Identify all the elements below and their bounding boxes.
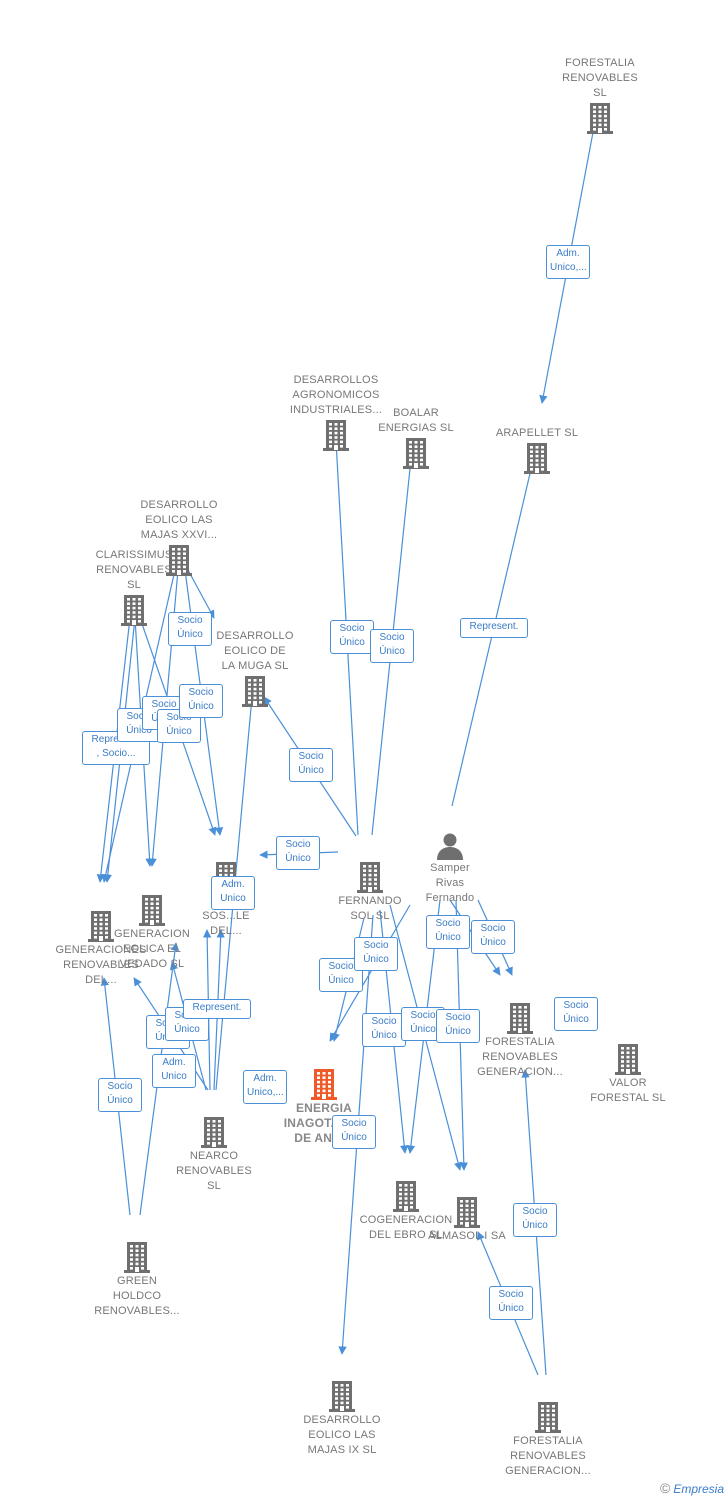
brand-watermark: ©Empresia	[660, 1480, 724, 1496]
building-icon	[351, 436, 481, 470]
relation-label[interactable]: Adm. Unico	[211, 876, 255, 910]
relation-label[interactable]: Socio Único	[471, 920, 515, 954]
node-fernando-sol[interactable]: FERNANDO SOL SL	[305, 860, 435, 924]
building-icon	[341, 1179, 471, 1213]
relation-label[interactable]: Socio Único	[513, 1203, 557, 1237]
relation-label[interactable]: Socio Único	[276, 836, 320, 870]
building-icon	[277, 1379, 407, 1413]
node-label: DESARROLLOS AGRONOMICOS INDUSTRIALES...	[289, 374, 383, 416]
building-icon	[472, 441, 602, 475]
building-icon	[259, 1067, 389, 1101]
node-desarrollo-eolico-majas-xxvi[interactable]: DESARROLLO EOLICO LAS MAJAS XXVI...	[114, 498, 244, 577]
node-label: VALOR FORESTAL SL	[590, 1077, 666, 1104]
node-label: COGENERACION DEL EBRO SL	[359, 1214, 453, 1241]
building-icon	[114, 543, 244, 577]
relation-edge	[329, 904, 411, 1042]
person-icon	[385, 831, 515, 861]
relation-label[interactable]: Socio Único	[362, 1013, 406, 1047]
relation-label[interactable]: Adm. Unico,...	[243, 1070, 287, 1104]
node-label: BOALAR ENERGIAS SL	[378, 407, 454, 434]
building-icon	[402, 1195, 532, 1229]
node-label: ARAPELLET SL	[495, 427, 579, 439]
node-label: DESARROLLO EOLICO LAS MAJAS IX SL	[303, 1414, 381, 1456]
relation-label[interactable]: Socio Único	[489, 1286, 533, 1320]
building-icon	[271, 418, 401, 452]
relation-label[interactable]: Socio Único	[554, 997, 598, 1031]
building-icon	[36, 909, 166, 943]
node-label: GENERACION EOLICA EL VEDADO SL	[114, 928, 190, 970]
building-icon	[535, 101, 665, 135]
node-boalar-energias[interactable]: BOALAR ENERGIAS SL	[351, 406, 481, 470]
node-arapellet[interactable]: ARAPELLET SL	[472, 426, 602, 475]
building-icon	[455, 1001, 585, 1035]
relation-label[interactable]: Socio Único	[354, 937, 398, 971]
building-icon	[190, 674, 320, 708]
node-label: GREEN HOLDCO RENOVABLES...	[94, 1275, 180, 1317]
node-green-holdco[interactable]: GREEN HOLDCO RENOVABLES...	[72, 1240, 202, 1319]
building-icon	[305, 860, 435, 894]
copyright-symbol: ©	[659, 1480, 671, 1496]
node-valor-forestal[interactable]: VALOR FORESTAL SL	[563, 1042, 693, 1106]
node-desarrollos-agronomicos[interactable]: DESARROLLOS AGRONOMICOS INDUSTRIALES...	[271, 373, 401, 452]
node-label: GENERACIONES RENOVABLES DEL...	[55, 944, 147, 986]
relation-label[interactable]: Socio Único	[179, 684, 223, 718]
node-label: DESARROLLO EOLICO DE LA MUGA SL	[216, 630, 294, 672]
relation-label[interactable]: Socio Único	[426, 915, 470, 949]
relation-label[interactable]: Adm. Unico	[152, 1054, 196, 1088]
node-forestalia-generacion-2[interactable]: FORESTALIA RENOVABLES GENERACION...	[483, 1400, 613, 1479]
building-icon	[483, 1400, 613, 1434]
node-nearco-renovables[interactable]: NEARCO RENOVABLES SL	[149, 1115, 279, 1194]
relation-label[interactable]: Socio Único	[332, 1115, 376, 1149]
node-cogeneracion-ebro[interactable]: COGENERACION DEL EBRO SL	[341, 1179, 471, 1243]
building-icon	[72, 1240, 202, 1274]
node-clarissimus[interactable]: CLARISSIMUS RENOVABLES SL	[69, 548, 199, 627]
brand-name: Empresia	[673, 1482, 724, 1496]
building-icon	[69, 593, 199, 627]
node-label: ALMASOL I SA	[428, 1230, 506, 1242]
relation-label[interactable]: Adm. Unico,...	[546, 245, 590, 279]
node-forestalia-generacion-1[interactable]: FORESTALIA RENOVABLES GENERACION...	[455, 1001, 585, 1080]
building-icon	[563, 1042, 693, 1076]
node-label: FORESTALIA RENOVABLES GENERACION...	[505, 1435, 591, 1477]
relation-label[interactable]: Socio Único	[168, 612, 212, 646]
building-icon	[87, 893, 217, 927]
relation-label[interactable]: Socio Único	[98, 1078, 142, 1112]
relation-label[interactable]: Represent.	[460, 618, 528, 638]
node-label: FORESTALIA RENOVABLES GENERACION...	[477, 1036, 563, 1078]
node-desarrollo-eolico-majas-ix[interactable]: DESARROLLO EOLICO LAS MAJAS IX SL	[277, 1379, 407, 1458]
node-forestalia-renovables[interactable]: FORESTALIA RENOVABLES SL	[535, 56, 665, 135]
node-generacion-eolica-vedado[interactable]: GENERACION EOLICA EL VEDADO SL	[87, 893, 217, 972]
node-almasol[interactable]: ALMASOL I SA	[402, 1195, 532, 1244]
relation-label[interactable]: Socio Único	[370, 629, 414, 663]
building-icon	[149, 1115, 279, 1149]
node-desarrollo-eolico-muga[interactable]: DESARROLLO EOLICO DE LA MUGA SL	[190, 629, 320, 708]
relation-label[interactable]: Socio Único	[289, 748, 333, 782]
node-label: Samper Rivas Fernando	[425, 862, 475, 904]
node-label: FORESTALIA RENOVABLES SL	[562, 57, 638, 99]
node-label: CLARISSIMUS RENOVABLES SL	[95, 549, 173, 591]
relation-edge	[187, 569, 215, 619]
node-label: DESARROLLO EOLICO LAS MAJAS XXVI...	[140, 499, 218, 541]
node-label: NEARCO RENOVABLES SL	[176, 1150, 252, 1192]
relation-label[interactable]: Socio Único	[330, 620, 374, 654]
node-samper-rivas[interactable]: Samper Rivas Fernando	[385, 831, 515, 906]
relation-label[interactable]: Socio Único	[436, 1009, 480, 1043]
relation-label[interactable]: Represent.	[183, 999, 251, 1019]
node-generaciones-renovables[interactable]: GENERACIONES RENOVABLES DEL...	[36, 909, 166, 988]
node-label: FERNANDO SOL SL	[338, 895, 402, 922]
